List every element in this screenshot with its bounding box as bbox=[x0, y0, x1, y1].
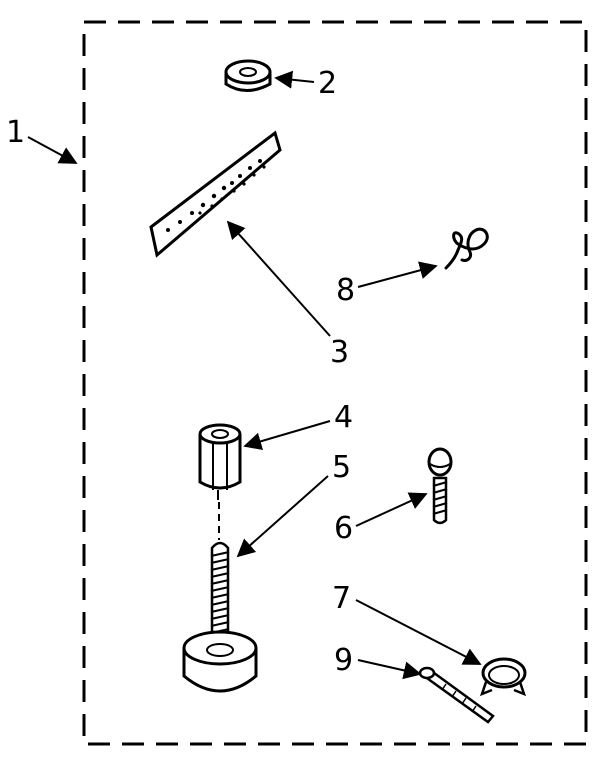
callout-9-group: 9 bbox=[334, 643, 422, 680]
callout-label-3: 3 bbox=[330, 335, 349, 370]
coupling-nut-part bbox=[198, 423, 242, 500]
hose-clamp-part bbox=[479, 657, 527, 697]
callout-8-group: 8 bbox=[336, 261, 438, 308]
wire-clip-part bbox=[444, 227, 489, 270]
leader-line-9 bbox=[357, 659, 422, 680]
callout-1-group: 1 bbox=[6, 115, 78, 164]
leader-line-4 bbox=[243, 420, 331, 451]
callout-5-group: 5 bbox=[236, 450, 351, 558]
callout-4-group: 4 bbox=[243, 400, 353, 451]
callout-label-5: 5 bbox=[332, 450, 351, 485]
leader-line-6 bbox=[355, 492, 428, 527]
kit-boundary bbox=[82, 20, 588, 746]
callout-2-group: 2 bbox=[274, 66, 337, 101]
callout-label-1: 1 bbox=[6, 115, 25, 150]
callout-label-8: 8 bbox=[336, 273, 355, 308]
callout-label-2: 2 bbox=[318, 66, 337, 101]
leader-line-8 bbox=[357, 261, 438, 288]
washer-part bbox=[224, 59, 272, 92]
leader-line-1 bbox=[27, 136, 78, 164]
callout-label-4: 4 bbox=[334, 400, 353, 435]
cable-tie-part bbox=[418, 666, 495, 724]
leader-line-3 bbox=[226, 220, 331, 337]
callout-7-group: 7 bbox=[332, 581, 482, 665]
callout-3-group: 3 bbox=[226, 220, 349, 370]
leader-line-7 bbox=[355, 599, 482, 665]
callout-label-7: 7 bbox=[332, 581, 351, 616]
plate-part bbox=[149, 130, 282, 258]
callout-6-group: 6 bbox=[334, 492, 428, 546]
callout-label-9: 9 bbox=[334, 643, 353, 678]
callout-label-6: 6 bbox=[334, 511, 353, 546]
stud-part bbox=[182, 541, 258, 693]
leader-line-5 bbox=[236, 475, 329, 558]
leader-line-2 bbox=[274, 70, 315, 89]
screw-part bbox=[427, 447, 453, 525]
